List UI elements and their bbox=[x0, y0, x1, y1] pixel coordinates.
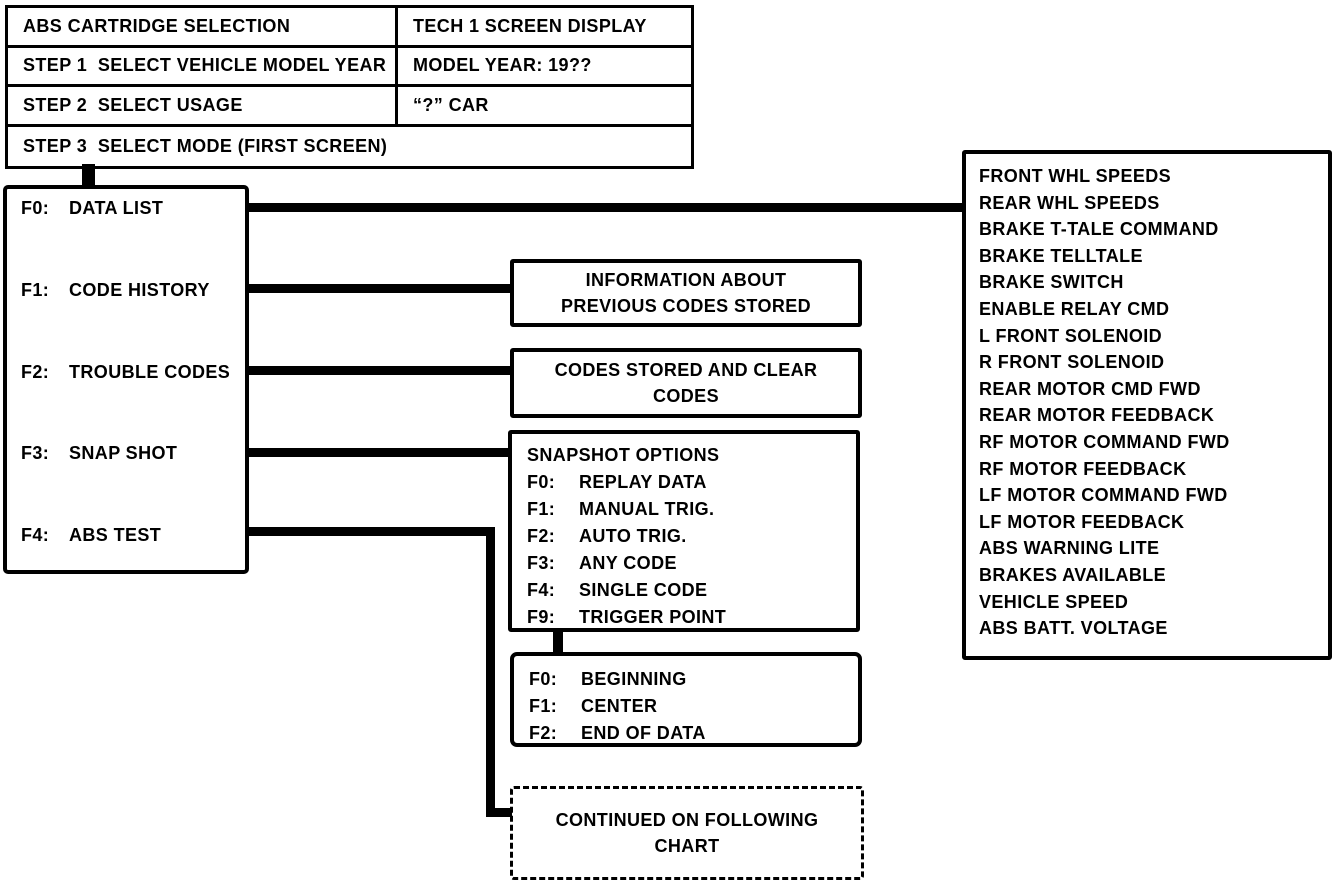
snapshot-item-label: REPLAY DATA bbox=[579, 472, 707, 492]
table-cell-title-left: ABS CARTRIDGE SELECTION bbox=[8, 8, 398, 48]
mode-menu-box: F0: DATA LIST F1: CODE HISTORY F2: TROUB… bbox=[3, 185, 249, 574]
menu-item-f4: F4: ABS TEST bbox=[21, 525, 241, 546]
fkey-label: F9: bbox=[527, 607, 556, 627]
connector-f4-to-continued bbox=[486, 808, 512, 817]
trigger-point-box: F0: BEGINNING F1: CENTER F2: END OF DATA bbox=[510, 652, 862, 747]
snapshot-item-label: MANUAL TRIG. bbox=[579, 499, 715, 519]
fkey-label: F0: bbox=[21, 198, 50, 218]
data-list-item: R FRONT SOLENOID bbox=[979, 352, 1165, 373]
continued-on-following-chart-box: CONTINUED ON FOLLOWING CHART bbox=[510, 786, 864, 880]
trigger-item-label: CENTER bbox=[581, 696, 658, 716]
data-list-item: RF MOTOR COMMAND FWD bbox=[979, 431, 1230, 452]
menu-item-f0: F0: DATA LIST bbox=[21, 198, 241, 219]
data-list-item: LF MOTOR COMMAND FWD bbox=[979, 485, 1228, 506]
data-list-item: BRAKE SWITCH bbox=[979, 272, 1124, 293]
snapshot-item-label: TRIGGER POINT bbox=[579, 607, 727, 627]
info-line: CODES STORED AND CLEAR bbox=[554, 360, 818, 380]
data-list-item: VEHICLE SPEED bbox=[979, 591, 1129, 612]
fkey-label: F0: bbox=[527, 472, 556, 492]
continued-line: CONTINUED ON FOLLOWING bbox=[555, 810, 819, 830]
continued-line: CHART bbox=[654, 836, 720, 856]
data-list-item: REAR MOTOR FEEDBACK bbox=[979, 405, 1215, 426]
menu-item-label: ABS TEST bbox=[69, 525, 162, 545]
table-cell-step3: STEP 3 SELECT MODE (FIRST SCREEN) bbox=[23, 135, 388, 156]
cartridge-selection-table: ABS CARTRIDGE SELECTION TECH 1 SCREEN DI… bbox=[5, 5, 694, 169]
connector-f4-horizontal bbox=[249, 527, 495, 536]
menu-item-label: TROUBLE CODES bbox=[69, 361, 231, 382]
connector-snapshot-to-trigger bbox=[553, 630, 563, 654]
snapshot-item-f2: F2: AUTO TRIG. bbox=[527, 523, 852, 550]
fkey-label: F3: bbox=[527, 553, 556, 573]
menu-item-label: DATA LIST bbox=[69, 198, 164, 218]
info-line: CODES bbox=[652, 386, 719, 406]
connector-f2-trouble-codes bbox=[249, 366, 510, 375]
snapshot-options-title: SNAPSHOT OPTIONS bbox=[527, 445, 720, 465]
table-cell-title-right: TECH 1 SCREEN DISPLAY bbox=[398, 8, 691, 48]
trouble-codes-box: CODES STORED AND CLEAR CODES bbox=[510, 348, 862, 418]
info-line: INFORMATION ABOUT bbox=[585, 270, 787, 290]
fkey-label: F4: bbox=[527, 580, 556, 600]
connector-f4-vertical bbox=[486, 527, 495, 817]
table-cell-step1: STEP 1 SELECT VEHICLE MODEL YEAR bbox=[8, 47, 398, 87]
snapshot-item-f3: F3: ANY CODE bbox=[527, 550, 852, 577]
fkey-label: F2: bbox=[21, 361, 50, 382]
data-list-item: ABS WARNING LITE bbox=[979, 538, 1160, 559]
data-list-item: REAR WHL SPEEDS bbox=[979, 192, 1160, 213]
menu-item-f3: F3: SNAP SHOT bbox=[21, 443, 241, 464]
fkey-label: F4: bbox=[21, 525, 50, 545]
trigger-item-label: BEGINNING bbox=[581, 669, 687, 689]
fkey-label: F1: bbox=[21, 279, 50, 300]
trigger-item-f0: F0: BEGINNING bbox=[529, 666, 854, 693]
table-cell-step2-display: “?” CAR bbox=[398, 87, 691, 127]
connector-f3-snapshot bbox=[249, 448, 510, 457]
fkey-label: F1: bbox=[527, 499, 556, 519]
data-list-item: RF MOTOR FEEDBACK bbox=[979, 458, 1187, 479]
snapshot-item-label: ANY CODE bbox=[579, 553, 677, 573]
trigger-item-f1: F1: CENTER bbox=[529, 693, 854, 720]
table-cell-step2: STEP 2 SELECT USAGE bbox=[8, 87, 398, 127]
table-cell-step1-display: MODEL YEAR: 19?? bbox=[398, 48, 691, 87]
fkey-label: F0: bbox=[529, 669, 558, 689]
snapshot-options-box: SNAPSHOT OPTIONS F0: REPLAY DATA F1: MAN… bbox=[508, 430, 860, 632]
data-list-item: BRAKE TELLTALE bbox=[979, 245, 1143, 266]
info-line: PREVIOUS CODES STORED bbox=[560, 296, 812, 316]
connector-f0-data-list bbox=[249, 203, 962, 212]
connector-f1-code-history bbox=[249, 284, 510, 293]
data-list-item: FRONT WHL SPEEDS bbox=[979, 166, 1172, 186]
fkey-label: F1: bbox=[529, 696, 558, 716]
code-history-info-box: INFORMATION ABOUT PREVIOUS CODES STORED bbox=[510, 259, 862, 327]
menu-item-f2: F2: TROUBLE CODES bbox=[21, 362, 241, 383]
data-list-item: ENABLE RELAY CMD bbox=[979, 298, 1170, 319]
snapshot-item-label: SINGLE CODE bbox=[579, 580, 708, 600]
data-list-item: LF MOTOR FEEDBACK bbox=[979, 511, 1185, 532]
snapshot-item-f4: F4: SINGLE CODE bbox=[527, 577, 852, 604]
menu-item-label: CODE HISTORY bbox=[69, 279, 210, 300]
trigger-item-label: END OF DATA bbox=[581, 723, 706, 743]
data-list-box: FRONT WHL SPEEDS REAR WHL SPEEDS BRAKE T… bbox=[962, 150, 1332, 660]
fkey-label: F2: bbox=[529, 723, 558, 743]
connector-table-to-menu bbox=[82, 164, 95, 188]
snapshot-item-f0: F0: REPLAY DATA bbox=[527, 469, 852, 496]
trigger-item-f2: F2: END OF DATA bbox=[529, 720, 854, 747]
data-list-item: BRAKE T-TALE COMMAND bbox=[979, 219, 1219, 240]
data-list-item: REAR MOTOR CMD FWD bbox=[979, 378, 1201, 399]
menu-item-f1: F1: CODE HISTORY bbox=[21, 280, 241, 301]
snapshot-item-f9: F9: TRIGGER POINT bbox=[527, 604, 852, 631]
data-list-item: ABS BATT. VOLTAGE bbox=[979, 618, 1168, 639]
data-list-item: BRAKES AVAILABLE bbox=[979, 564, 1167, 585]
snapshot-item-label: AUTO TRIG. bbox=[579, 526, 687, 546]
menu-item-label: SNAP SHOT bbox=[69, 443, 178, 464]
data-list-item: L FRONT SOLENOID bbox=[979, 325, 1163, 346]
snapshot-item-f1: F1: MANUAL TRIG. bbox=[527, 496, 852, 523]
fkey-label: F3: bbox=[21, 443, 50, 464]
fkey-label: F2: bbox=[527, 526, 556, 546]
